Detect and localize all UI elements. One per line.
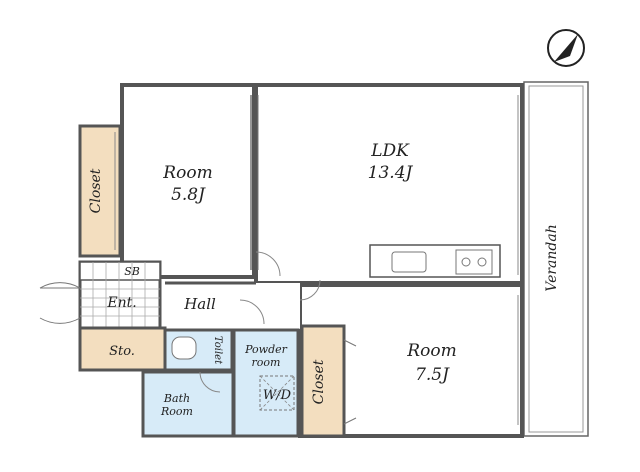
entrance-tiles [80, 262, 160, 328]
storage-label: Sto. [109, 344, 135, 359]
sink-icon [391, 251, 427, 273]
storage [78, 326, 167, 372]
bath-label-1: Bath [163, 392, 190, 405]
closet-right-door-bottom [343, 417, 357, 425]
ldk-name: LDK [370, 141, 410, 161]
closet-right-door-top [343, 339, 357, 347]
powder-room-label-2: room [252, 356, 281, 369]
room-5-8j [120, 83, 256, 279]
ldk-size: 13.4J [368, 163, 414, 183]
closet-left [78, 124, 122, 258]
bath-label-2: Room [160, 405, 193, 418]
washer-diagonal-2 [259, 375, 295, 411]
verandah [523, 81, 589, 437]
verandah-label: Verandah [544, 224, 560, 292]
room-b-name: Room [406, 341, 456, 361]
north-compass-icon [547, 29, 585, 67]
room-b-size: 7.5J [415, 365, 450, 385]
shoe-box [79, 261, 161, 281]
shoe-box-label: SB [124, 265, 140, 278]
hall-label: Hall [183, 295, 216, 313]
powder-room [232, 328, 300, 438]
room-a-name: Room [162, 163, 212, 183]
kitchen-counter [369, 244, 501, 278]
stove-icon [455, 249, 493, 275]
closet-right-label: Closet [311, 359, 327, 404]
bath-room [141, 370, 235, 438]
bath-door-swing [199, 371, 221, 393]
entrance-door-swing [39, 282, 81, 289]
toilet-label: Toilet [212, 336, 223, 365]
powder-room-label-1: Powder [244, 343, 288, 356]
hall-door-swing [239, 299, 265, 325]
entrance-label: Ent. [106, 295, 136, 311]
washer-diagonal-1 [259, 375, 295, 411]
closet-left-label: Closet [88, 168, 104, 213]
room-door-swing [299, 279, 321, 301]
washer-space [259, 375, 295, 411]
toilet-bowl-icon [171, 336, 197, 360]
entrance-door-swing-2 [39, 317, 81, 324]
room-a-size: 5.8J [171, 185, 206, 205]
ldk-door-swing [255, 251, 281, 277]
washer-label: W/D [263, 388, 292, 403]
hall [165, 283, 300, 329]
closet-right [300, 324, 346, 438]
